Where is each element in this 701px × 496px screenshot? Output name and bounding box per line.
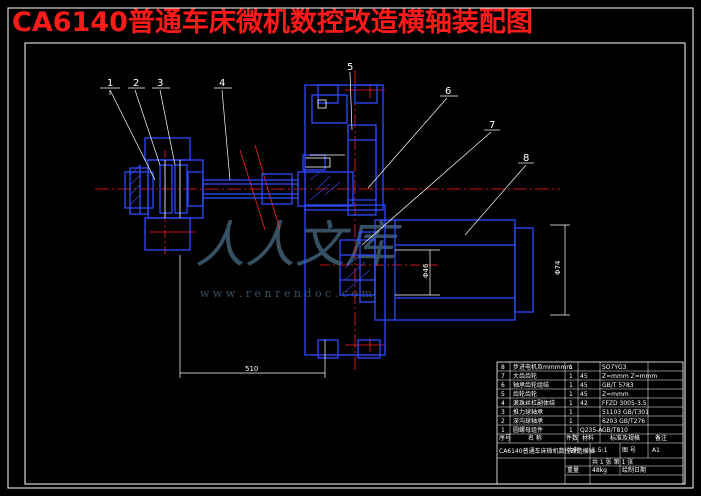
tb-row-no: 3 [501, 409, 505, 416]
tb-date-label: 绘制日期 [622, 466, 646, 474]
callout-leaders [100, 71, 534, 246]
tb-row-name: 大齿齿轮 [513, 372, 537, 380]
inner-frame [24, 42, 686, 485]
tb-row-qty: 1 [569, 391, 573, 398]
tb-row-name: 滚珠丝杠副体结 [513, 399, 555, 407]
callout-3: 3 [157, 78, 163, 89]
tb-row-std: SO7YG3 [602, 364, 627, 371]
assembly-geometry [124, 84, 534, 359]
tb-row-std: 6203 GB/T276 [602, 418, 645, 425]
tb-header-name: 名 称 [528, 434, 542, 442]
tb-row-no: 2 [501, 418, 505, 425]
callout-5: 5 [347, 62, 353, 73]
tb-row-qty: 1 [569, 409, 573, 416]
tb-row-qty: 1 [569, 400, 573, 407]
callout-7: 7 [489, 120, 495, 131]
tb-row-name: 深沟球轴承 [513, 417, 543, 425]
tb-row-mat: Q235-A [580, 427, 603, 434]
tb-row-mat: 42 [580, 400, 588, 407]
callout-4: 4 [219, 78, 225, 89]
callout-8: 8 [523, 153, 529, 164]
gearbox-lower [304, 204, 386, 356]
callout-6: 6 [445, 86, 451, 97]
dim-small-dia: Φ46 [422, 263, 430, 278]
tb-row-mat: 45 [580, 382, 588, 389]
detail-lines [164, 99, 345, 218]
tb-row-std: FFZD 3005-3.5 [602, 400, 647, 407]
tb-row-no: 7 [501, 373, 505, 380]
tb-row-std: Z=mmm [602, 391, 629, 398]
tb-row-name: 推力球轴承 [513, 408, 543, 416]
title-block-grid [497, 362, 683, 484]
dim-motor-dia: Φ74 [554, 260, 562, 275]
stepper-motor [374, 219, 516, 321]
watermark: 人人文库 w w w . r e n r e n d o c . c o m [195, 216, 402, 300]
tb-row-qty: 1 [569, 364, 573, 371]
tb-figure-label: 图 号 [622, 447, 636, 454]
tb-row-qty: 1 [569, 427, 573, 434]
tb-row-std: GB/T 5783 [602, 382, 634, 389]
tb-row-name: 齿轮齿轮 [513, 390, 537, 398]
outer-frame [7, 7, 694, 489]
tb-row-qty: 1 [569, 418, 573, 425]
tb-row-qty: 1 [569, 382, 573, 389]
callout-1: 1 [107, 78, 113, 89]
tb-row-no: 6 [501, 382, 505, 389]
tb-row-name: 步进电机及mmmmm [513, 363, 572, 371]
tb-row-name: 圆螺母组件 [513, 426, 543, 434]
gear-large [347, 124, 377, 216]
tb-header-mat: 材料 [582, 434, 594, 442]
tb-row-no: 8 [501, 364, 505, 371]
tb-scale: 1.5:1 [592, 447, 608, 454]
tb-weight: 48kg [592, 467, 607, 474]
tb-row-std: 51103 GB/T301 [602, 409, 649, 416]
tb-header-std: 标准及规格 [610, 434, 640, 442]
callout-labels: 1 2 3 4 5 6 7 8 [107, 62, 529, 164]
tb-weight-label: 重量 [567, 466, 579, 474]
tb-sheets: 共 1 张 第 1 张 [592, 458, 633, 466]
tb-header-note: 备注 [655, 434, 667, 442]
callout-2: 2 [133, 78, 139, 89]
tb-scale-label: 比例 [567, 446, 579, 454]
tb-header-qty: 件数 [566, 434, 578, 442]
gearbox-upper [304, 84, 384, 211]
end-cap [124, 171, 154, 209]
tb-row-std: Z=mmm Z=mmm [602, 373, 657, 380]
dim-length: 510 [245, 365, 258, 373]
tb-drawing-name: CA6140普通车床微机数控改造横轴 [499, 447, 595, 455]
watermark-url: w w w . r e n r e n d o c . c o m [200, 287, 372, 300]
watermark-logo: 人人文库 [195, 216, 402, 274]
tb-row-qty: 1 [569, 373, 573, 380]
drawing-title: CA6140普通车床微机数控改造横轴装配图 [12, 7, 533, 38]
tb-row-no: 4 [501, 400, 505, 407]
dimension-lines [179, 224, 570, 378]
tb-row-no: 1 [501, 427, 505, 434]
bearing-housing-bottom [144, 217, 191, 251]
tb-row-mat: 45 [580, 373, 588, 380]
section-hatching [129, 164, 371, 293]
tb-header-no: 序号 [499, 434, 511, 442]
tb-row-std: GB/T810 [602, 427, 628, 434]
tb-row-no: 5 [501, 391, 505, 398]
tb-row-mat: 45 [580, 391, 588, 398]
tb-row-name: 轴承齿轮组结 [513, 381, 549, 389]
tb-figure-no: A1 [652, 447, 660, 454]
